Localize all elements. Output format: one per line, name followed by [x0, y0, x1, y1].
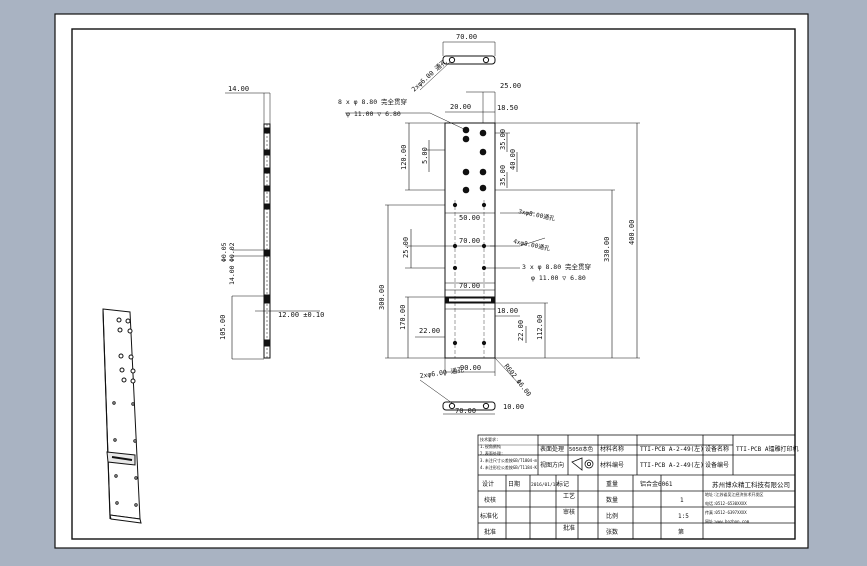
- note-8x-holes-2: φ 11.00 ▽ 6.80: [346, 110, 401, 118]
- tech-note-0: 技术要求:: [480, 436, 498, 442]
- dim-front-top-left: 20.00: [450, 103, 471, 111]
- dim-front-left-22: 22.00: [419, 327, 440, 335]
- top-view: [419, 41, 496, 91]
- dim-side-top: 14.00: [228, 85, 249, 93]
- row-check: 校核: [484, 496, 496, 504]
- company-addr: 地址:江苏省吴江经济技术开发区: [705, 491, 763, 497]
- note-3x-holes-1: 3 x φ 8.80 完全贯穿: [522, 262, 591, 271]
- projection-symbol: [571, 457, 594, 471]
- drawing-sheet: [54, 13, 809, 549]
- side-view: [225, 92, 320, 360]
- dim-bottom-width: 70.00: [455, 407, 476, 415]
- company-fax: 传真:0512-6397XXXX: [705, 509, 747, 515]
- dim-front-right-112: 112.00: [536, 315, 544, 340]
- row-std: 标准化: [480, 512, 498, 520]
- equipment-label: 设备名称: [705, 445, 729, 453]
- col-audit: 审核: [563, 508, 575, 516]
- dim-front-mid-c: 70.00: [459, 282, 480, 290]
- scale-value: 1:5: [678, 513, 689, 520]
- part-code-1: TTI-PCB A-2-49(左): [640, 445, 704, 453]
- tech-note-1: 1.锐角倒钝: [480, 443, 501, 449]
- equipment-value: TTI-PCB A镭雕打印机: [736, 445, 799, 453]
- surface-label: 表面处理: [540, 445, 564, 453]
- tech-note-4: 4.未注形位公差按GB/T1184-K: [480, 464, 537, 470]
- dim-front-left-170: 170.00: [399, 305, 407, 330]
- projection-label: 视图方向: [540, 461, 564, 469]
- surface-value: 5050本色: [569, 445, 594, 453]
- dim-front-mid-b: 70.00: [459, 237, 480, 245]
- dim-top-width: 70.00: [456, 33, 477, 41]
- qty-label: 数量: [606, 496, 618, 504]
- dim-front-left-300: 300.00: [378, 285, 386, 310]
- col-approve2: 批准: [563, 524, 575, 532]
- company-tel: 电话:0512-6530XXXX: [705, 500, 747, 506]
- drawing-no-label: 材料编号: [600, 461, 624, 469]
- dim-front-top-right: 25.00: [500, 82, 521, 90]
- note-3x-holes-2: φ 11.00 ▽ 6.80: [531, 274, 586, 282]
- dim-front-pitch-2: 40.00: [509, 149, 517, 170]
- dim-front-pitch-1: 35.00: [499, 129, 507, 150]
- dim-side-bottom: 105.00: [219, 315, 227, 340]
- dim-side-slot-width: 14.00: [228, 265, 236, 285]
- dim-front-right-edge: 18.50: [497, 104, 518, 112]
- dim-front-small-a: 5.00: [421, 147, 429, 164]
- col-craft: 工艺: [563, 492, 575, 500]
- part-code-2: TTI-PCB A-2-49(左): [640, 461, 704, 469]
- qty-value: 1: [680, 497, 684, 504]
- dim-front-mid-a: 50.00: [459, 214, 480, 222]
- dim-front-total-height: 400.00: [628, 220, 636, 245]
- col-date: 日期: [508, 480, 520, 488]
- row-approve: 批准: [484, 528, 496, 536]
- scale-label: 比例: [606, 512, 618, 520]
- dim-front-right-22: 22.00: [517, 320, 525, 341]
- company-name: 苏州博众精工科技有限公司: [712, 480, 790, 489]
- sheet-value: 第: [678, 528, 684, 536]
- dim-side-slot-upper: Φ0.05: [220, 242, 228, 262]
- date-value: 2016/01/18: [531, 482, 558, 488]
- material-value: 铝合金6061: [640, 480, 673, 488]
- tech-note-3: 3.未注尺寸公差按GB/T1804-m: [480, 457, 537, 463]
- company-web: 网址:www.bozhon.com: [705, 518, 750, 524]
- dim-bottom-edge: 10.00: [503, 403, 524, 411]
- col-mark: 标记: [557, 480, 569, 488]
- tech-note-2: 2.表面处理:: [480, 450, 503, 456]
- front-view: [345, 91, 640, 386]
- title-block: [477, 434, 796, 540]
- equipment-no-label: 设备编号: [705, 461, 729, 469]
- isometric-view: [102, 308, 142, 524]
- dim-front-upper-h: 120.00: [400, 145, 408, 170]
- material-label: 材料名称: [600, 445, 624, 453]
- dim-front-pitch-3: 35.00: [499, 165, 507, 186]
- dim-front-left-25: 25.00: [402, 237, 410, 258]
- dim-side-thickness: 12.00 ±0.10: [278, 311, 324, 319]
- dim-front-total-right: 330.00: [603, 237, 611, 262]
- drawing-border: [71, 28, 796, 540]
- row-design: 设计: [482, 480, 494, 488]
- dim-front-bottom-width: 90.00: [460, 364, 481, 372]
- weight-label: 重量: [606, 480, 618, 488]
- dim-front-right-18: 18.00: [497, 307, 518, 315]
- note-8x-holes-1: 8 x φ 8.80 完全贯穿: [338, 97, 407, 106]
- sheet-label: 张数: [606, 528, 618, 536]
- bottom-view: [419, 379, 496, 415]
- dim-side-slot-lower: Φ0.02: [228, 242, 236, 262]
